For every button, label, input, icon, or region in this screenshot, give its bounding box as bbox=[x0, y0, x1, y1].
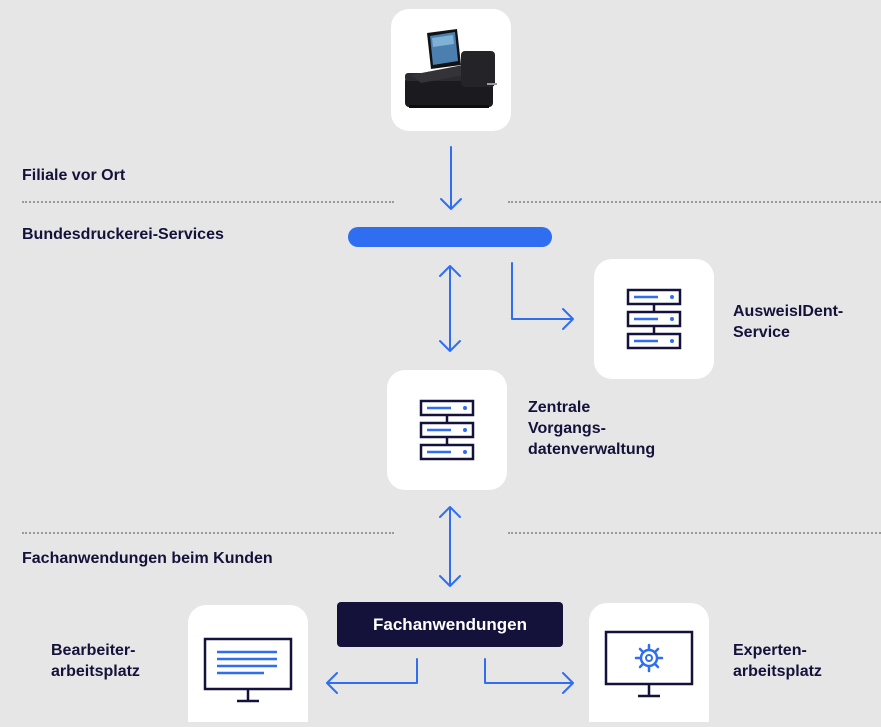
device-card bbox=[391, 9, 511, 131]
bearbeiter-card bbox=[188, 605, 308, 722]
arrow-bus-zentrale bbox=[439, 265, 461, 352]
id-terminal-device-icon bbox=[405, 29, 497, 108]
fachanwendungen-box: Fachanwendungen bbox=[337, 602, 563, 647]
arrow-to-bearbeiter bbox=[326, 658, 418, 694]
separator-top-left bbox=[22, 201, 394, 203]
ausweis-service-label-line1: AusweisIDent- bbox=[733, 303, 844, 320]
zentrale-label-line2: Vorgangs- bbox=[528, 420, 606, 437]
separator-bottom-right bbox=[508, 532, 881, 534]
ausweis-service-label-line2: Service bbox=[733, 324, 790, 341]
ausweis-service-label: AusweisIDent- Service bbox=[733, 301, 843, 343]
bearbeiter-label: Bearbeiter- arbeitsplatz bbox=[51, 640, 140, 682]
zone-label-filiale: Filiale vor Ort bbox=[22, 167, 126, 184]
zentrale-card bbox=[387, 370, 507, 490]
arrow-device-to-bus bbox=[440, 146, 462, 210]
separator-bottom-left bbox=[22, 532, 394, 534]
arrow-to-experten bbox=[484, 658, 574, 694]
experten-label: Experten- arbeitsplatz bbox=[733, 640, 822, 682]
zone-label-fachanwendungen: Fachanwendungen beim Kunden bbox=[22, 550, 273, 567]
bearbeiter-label-line2: arbeitsplatz bbox=[51, 663, 140, 680]
experten-label-line1: Experten- bbox=[733, 642, 807, 659]
server-stack-icon bbox=[626, 288, 682, 350]
server-stack-icon bbox=[419, 399, 475, 461]
ausweis-service-card bbox=[594, 259, 714, 379]
arrow-bus-to-ausweis bbox=[511, 262, 574, 330]
experten-label-line2: arbeitsplatz bbox=[733, 663, 822, 680]
separator-top-right bbox=[508, 201, 881, 203]
bearbeiter-label-line1: Bearbeiter- bbox=[51, 642, 136, 659]
service-bus-bar bbox=[348, 227, 552, 247]
zentrale-label: Zentrale Vorgangs- datenverwaltung bbox=[528, 397, 655, 460]
zentrale-label-line1: Zentrale bbox=[528, 399, 591, 416]
zone-label-services: Bundesdruckerei-Services bbox=[22, 226, 224, 243]
arrow-zentrale-fachanwendungen bbox=[439, 506, 461, 587]
monitor-gear-icon bbox=[604, 630, 694, 698]
experten-card bbox=[589, 603, 709, 722]
monitor-document-icon bbox=[203, 637, 293, 703]
zentrale-label-line3: datenverwaltung bbox=[528, 441, 656, 458]
